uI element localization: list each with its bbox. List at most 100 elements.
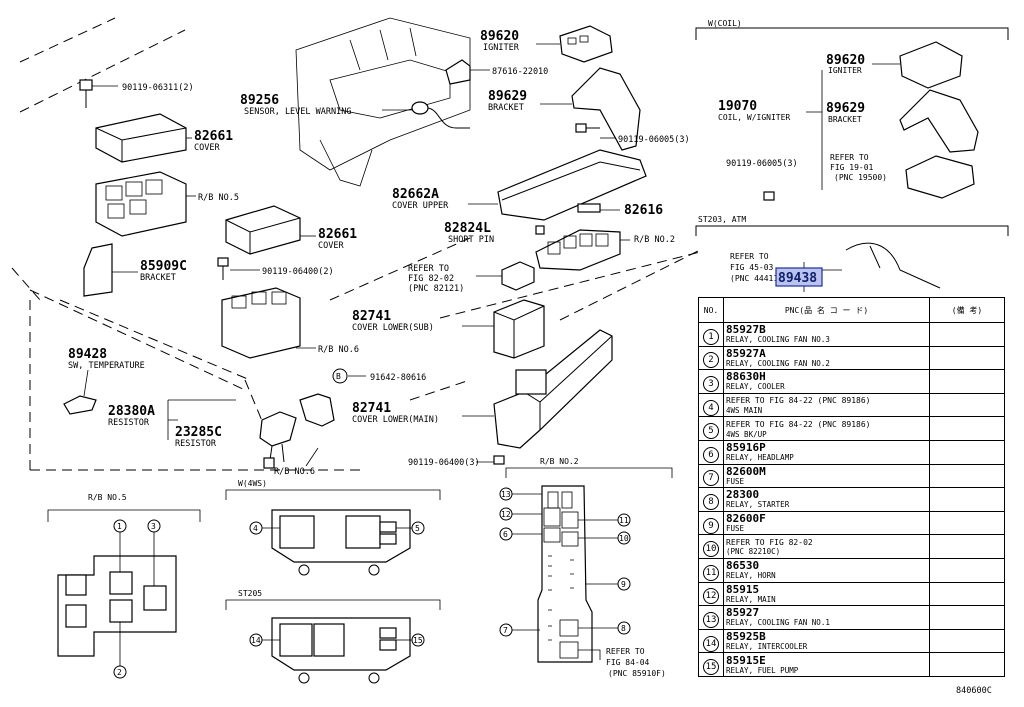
part-number[interactable]: 28300 xyxy=(726,488,760,502)
part-number[interactable]: REFER TO FIG 84-22 (PNC 89186) xyxy=(726,396,871,406)
coil-igniter-part[interactable] xyxy=(899,41,963,89)
clip-87616-22010[interactable]: 87616-22010 xyxy=(445,59,548,85)
callout-number: 9 xyxy=(703,517,719,534)
bolt-90119-06400-b[interactable]: 90119-06400(3) xyxy=(408,455,505,468)
svg-text:SW, TEMPERATURE: SW, TEMPERATURE xyxy=(68,361,145,371)
highlighted-part-89438[interactable] xyxy=(775,267,823,287)
bolt-90119-06005-a[interactable]: 90119-06005(3) xyxy=(575,123,690,145)
svg-text:3: 3 xyxy=(151,522,156,531)
part-number[interactable]: 86530 xyxy=(726,559,760,573)
svg-text:R/B NO.6: R/B NO.6 xyxy=(274,467,315,477)
svg-text:89428: 89428 xyxy=(68,347,107,362)
legend-cell-no: 5 xyxy=(698,416,724,441)
svg-text:12: 12 xyxy=(501,510,511,519)
svg-text:RESISTOR: RESISTOR xyxy=(108,418,150,428)
igniter-89620[interactable]: 89620 IGNITER xyxy=(480,25,613,63)
part-description: RELAY, COOLING FAN NO.3 xyxy=(726,335,830,345)
switch-temperature-89428[interactable]: 89428 SW, TEMPERATURE xyxy=(63,347,145,415)
svg-text:W(4WS): W(4WS) xyxy=(238,479,267,488)
svg-text:14: 14 xyxy=(251,636,261,645)
part-number[interactable]: 88630H xyxy=(726,370,766,384)
bolt-90119-06400-a[interactable]: 90119-06400(2) xyxy=(217,257,334,280)
part-number[interactable]: 85915E xyxy=(726,653,766,667)
part-description: 4WS BK/UP xyxy=(726,429,767,439)
cover-upper-82662a[interactable]: 82662A COVER UPPER xyxy=(392,149,647,221)
svg-text:(PNC 19500): (PNC 19500) xyxy=(834,173,887,182)
cover-82661-b[interactable]: 82661 COVER xyxy=(225,205,357,255)
part-number[interactable]: REFER TO FIG 84-22 (PNC 89186) xyxy=(726,419,871,429)
rb5-detail: R/B NO.5 1 3 2 xyxy=(47,493,201,679)
coil-bolt[interactable] xyxy=(763,191,775,201)
part-number[interactable]: 82600F xyxy=(726,512,766,526)
legend-cell-remarks xyxy=(929,581,1005,607)
cover-lower-sub-82741[interactable]: 82741 COVER LOWER(SUB) xyxy=(352,299,545,359)
svg-text:4: 4 xyxy=(253,524,258,533)
part-number[interactable]: 85927B xyxy=(726,323,766,337)
svg-text:FIG 82-02: FIG 82-02 xyxy=(408,274,454,284)
callout-number: 8 xyxy=(703,493,719,510)
coil-bracket-part[interactable] xyxy=(899,89,979,153)
resistor-28380a[interactable]: 28380A RESISTOR xyxy=(108,399,236,440)
cover-82661-a[interactable]: 82661 COVER xyxy=(95,113,233,163)
svg-text:2: 2 xyxy=(117,668,122,677)
bolt-90119-06311[interactable]: 90119-06311(2) xyxy=(79,79,194,108)
part-number[interactable]: 85925B xyxy=(726,630,766,644)
resistor-23285c[interactable]: 23285C RESISTOR R/B NO.6 xyxy=(175,393,335,477)
refer-fig-82-02[interactable]: REFER TO FIG 82-02 (PNC 82121) xyxy=(408,261,535,294)
bracket-89629[interactable]: 89629 BRACKET xyxy=(488,67,641,151)
wire-harness[interactable] xyxy=(845,242,941,289)
relay-block-rb5[interactable]: R/B NO.5 xyxy=(95,171,239,237)
part-number[interactable]: 85927 xyxy=(726,606,760,620)
legend-cell-pnc: REFER TO FIG 84-22 (PNC 89186)4WS MAIN xyxy=(723,392,930,418)
part-number[interactable]: 85927A xyxy=(726,346,766,360)
legend-cell-remarks xyxy=(929,392,1005,418)
svg-text:RESISTOR: RESISTOR xyxy=(175,439,217,449)
svg-text:85909C: 85909C xyxy=(140,259,187,274)
st203-box: ST203, ATM REFER TO FIG 45-03 (PNC 44411… xyxy=(695,215,1009,292)
callout-number: 12 xyxy=(703,588,719,605)
relay-block-rb6[interactable]: R/B NO.6 xyxy=(221,287,359,359)
callout-number: 11 xyxy=(703,564,719,581)
sensor-level-warning-89256[interactable]: 89256 SENSOR, LEVEL WARNING xyxy=(240,93,470,129)
svg-text:FIG 45-03: FIG 45-03 xyxy=(730,263,774,272)
fuse-82616[interactable]: 82616 xyxy=(577,203,663,218)
part-number[interactable]: 85915 xyxy=(726,582,760,596)
svg-text:B: B xyxy=(336,372,341,381)
cover-lower-main-82741[interactable]: 82741 COVER LOWER(MAIN) xyxy=(352,329,613,449)
svg-text:82662A: 82662A xyxy=(392,187,439,202)
svg-text:REFER TO: REFER TO xyxy=(830,153,869,162)
screw-91642-80616[interactable]: B 91642-80616 xyxy=(332,368,426,384)
part-number[interactable]: REFER TO FIG 82-02 xyxy=(726,538,813,548)
svg-text:6: 6 xyxy=(503,530,508,539)
legend-cell-remarks xyxy=(929,510,1005,536)
svg-text:(PNC 82121): (PNC 82121) xyxy=(408,284,464,294)
bracket-85909c[interactable]: 85909C BRACKET xyxy=(83,243,187,297)
legend-cell-no: 6 xyxy=(698,439,724,465)
svg-text:89438: 89438 xyxy=(778,271,817,286)
coil-part[interactable] xyxy=(905,155,975,199)
legend-cell-remarks xyxy=(929,322,1005,347)
relay-block-rb2[interactable]: R/B NO.2 xyxy=(535,229,675,271)
svg-text:SHORT PIN: SHORT PIN xyxy=(448,235,494,245)
part-number[interactable]: 82600M xyxy=(726,464,766,478)
part-number[interactable]: 85916P xyxy=(726,441,766,455)
part-description: RELAY, FUEL PUMP xyxy=(726,665,799,675)
svg-text:REFER TO: REFER TO xyxy=(730,252,769,261)
short-pin-82824l[interactable]: 82824L SHORT PIN xyxy=(444,221,545,245)
